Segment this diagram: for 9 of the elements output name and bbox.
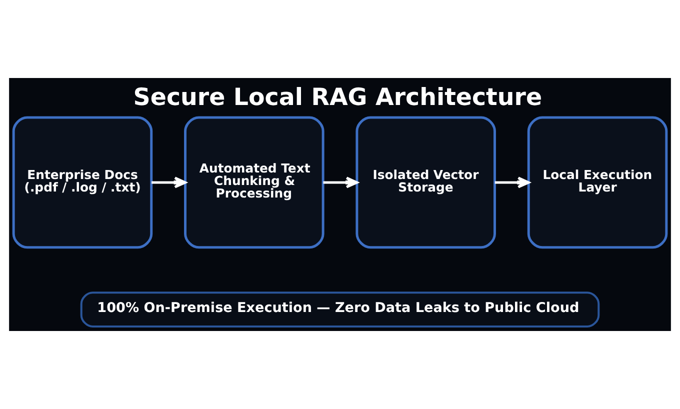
node-box: 100% On-Premise Execution — Zero Data Leaks to Public Cloud: [80, 292, 600, 328]
node-box: Enterprise Docs (.pdf / .log / .txt): [12, 116, 153, 249]
diagram-title: Secure Local RAG Architecture: [133, 82, 542, 111]
arrow: [494, 176, 530, 188]
arrow: [323, 176, 358, 188]
arrow: [152, 176, 186, 188]
node-box: Isolated Vector Storage: [356, 116, 496, 249]
node-box: Local Execution Layer: [527, 116, 668, 249]
node-box: Automated Text Chunking & Processing: [184, 116, 324, 249]
